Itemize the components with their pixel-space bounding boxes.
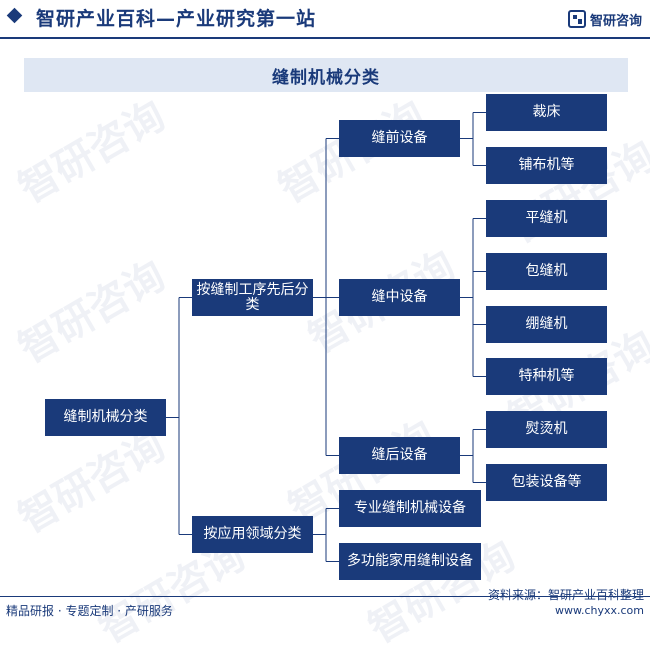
diagram-title: 缝制机械分类 — [24, 58, 628, 92]
mid-sewing-equipment: 缝中设备 — [339, 279, 460, 316]
leaf-node: 包缝机 — [486, 253, 607, 290]
leaf-node: 熨烫机 — [486, 411, 607, 448]
header: 智研产业百科—产业研究第一站 智研咨询 — [0, 0, 650, 36]
category-by-application: 按应用领域分类 — [192, 516, 313, 553]
professional-sewing-equipment: 专业缝制机械设备 — [339, 490, 481, 527]
root-node: 缝制机械分类 — [45, 399, 166, 436]
pre-sewing-equipment: 缝前设备 — [339, 120, 460, 157]
leaf-node: 包装设备等 — [486, 464, 607, 501]
category-by-process: 按缝制工序先后分类 — [192, 279, 313, 316]
footer-url[interactable]: www.chyxx.com — [554, 604, 644, 617]
leaf-node: 裁床 — [486, 94, 607, 131]
leaf-node: 平缝机 — [486, 200, 607, 237]
brand-logo[interactable]: 智研咨询 — [567, 8, 642, 30]
household-sewing-equipment: 多功能家用缝制设备 — [339, 543, 481, 580]
leaf-node: 绷缝机 — [486, 306, 607, 343]
page-title: 智研产业百科—产业研究第一站 — [36, 8, 317, 30]
brand-icon — [567, 10, 586, 28]
source-note: 资料来源：智研产业百科整理 — [487, 588, 644, 602]
footer-tagline: 精品研报 · 专题定制 · 产研服务 — [6, 604, 173, 618]
footer-divider — [0, 596, 650, 597]
post-sewing-equipment: 缝后设备 — [339, 437, 460, 474]
leaf-node: 铺布机等 — [486, 147, 607, 184]
tree-connectors — [166, 112, 486, 562]
brand-name: 智研咨询 — [589, 13, 642, 29]
header-divider — [0, 37, 650, 39]
leaf-node: 特种机等 — [486, 358, 607, 395]
